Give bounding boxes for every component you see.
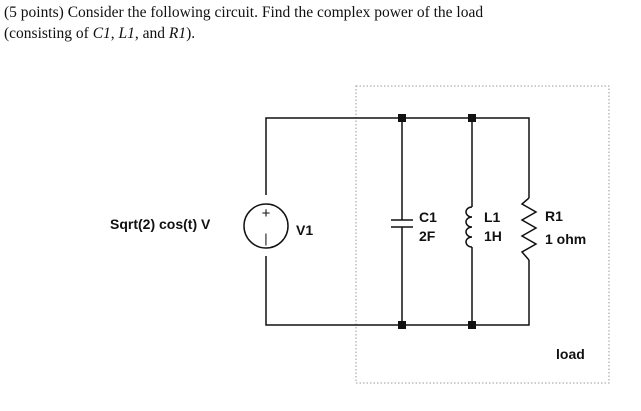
problem-line-2: (consisting of C1, L1, and R1).	[4, 23, 634, 44]
ref-l1: L1	[118, 25, 135, 42]
ref-c1: C1	[92, 25, 111, 42]
capacitor-name-label: C1	[419, 209, 437, 225]
bottom-wire	[265, 256, 530, 326]
problem-line-2-prefix: (consisting of	[4, 25, 93, 42]
sep-2: , and	[134, 25, 169, 42]
sep-1: ,	[110, 25, 119, 42]
source-expression-label: Sqrt(2) cos(t) V	[110, 216, 211, 232]
source-name-label: V1	[296, 222, 313, 238]
load-label: load	[556, 346, 585, 362]
problem-statement: (5 points) Consider the following circui…	[4, 2, 634, 44]
resistor-zigzag	[520, 197, 538, 261]
resistor-value-label: 1 ohm	[545, 231, 586, 247]
problem-line-2-suffix: ).	[186, 25, 196, 42]
load-boundary	[355, 85, 610, 384]
problem-line-1: (5 points) Consider the following circui…	[4, 4, 484, 21]
voltage-source-symbol	[243, 203, 289, 249]
node-top-inductor	[468, 114, 476, 122]
circuit-wires	[265, 117, 530, 326]
capacitor-value-label: 2F	[419, 228, 436, 244]
source-plus-sign: +	[262, 205, 271, 222]
node-top-cap	[398, 114, 406, 122]
top-wire	[265, 117, 530, 198]
junction-nodes	[398, 114, 476, 329]
node-bottom-cap	[398, 321, 406, 329]
ref-r1: R1	[168, 25, 187, 42]
inductor-value-label: 1H	[484, 228, 502, 244]
inductor-name-label: L1	[484, 209, 501, 225]
inductor-coil	[465, 206, 473, 248]
node-bottom-inductor	[468, 321, 476, 329]
source-minus-sign: |	[264, 231, 267, 246]
resistor-name-label: R1	[545, 208, 563, 224]
